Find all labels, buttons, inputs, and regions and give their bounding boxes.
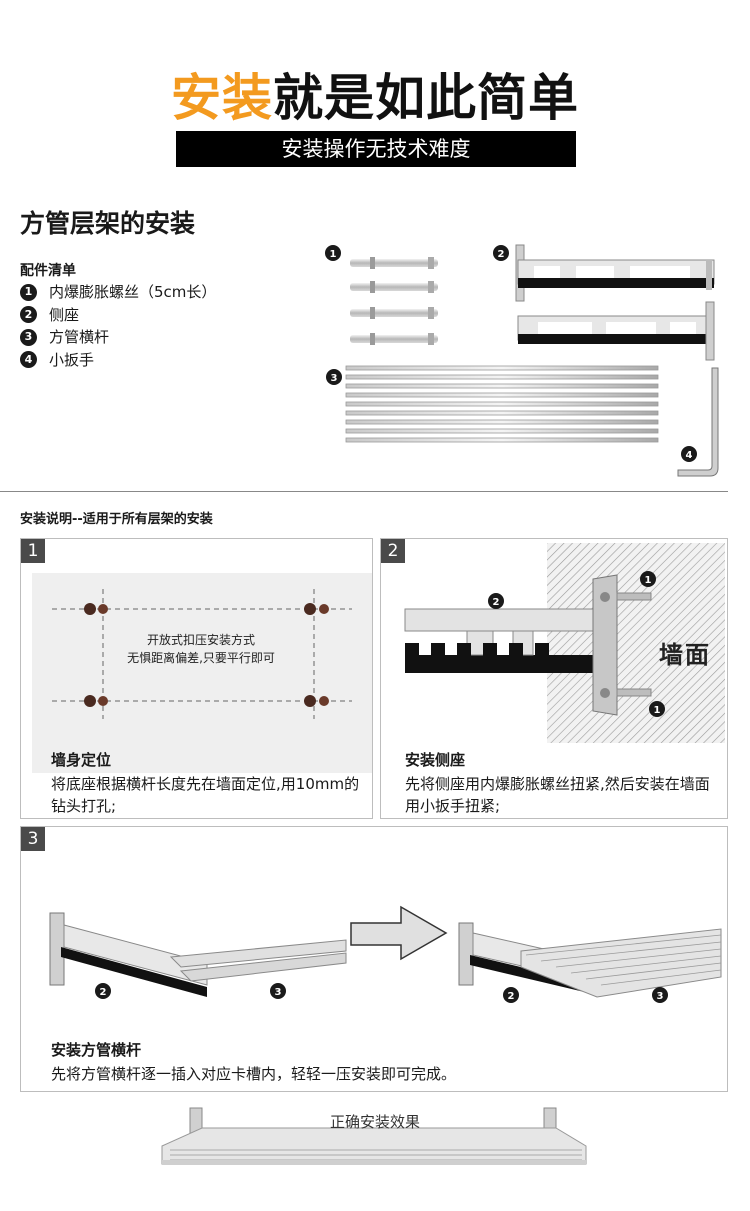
divider	[0, 491, 728, 492]
svg-text:3: 3	[331, 373, 338, 384]
svg-text:4: 4	[686, 450, 693, 461]
wall-label: 墙面	[659, 641, 711, 669]
parts-item-label: 侧座	[49, 305, 80, 324]
step-title: 安装侧座	[405, 751, 466, 769]
parts-item-label: 小扳手	[49, 350, 95, 369]
svg-text:2: 2	[493, 597, 500, 608]
instructions-heading: 安装说明--适用于所有层架的安装	[20, 512, 213, 527]
drill-position-diagram	[52, 589, 352, 719]
wall-diagram: 开放式扣压安装方式 无惧距离偏差,只要平行即可	[32, 573, 372, 773]
step-caption: 安装侧座 先将侧座用内爆膨胀螺丝扭紧,然后安装在墙面用小扳手扭紧;	[405, 749, 715, 817]
result-illustration	[161, 1107, 587, 1165]
bracket-before: 2 3	[49, 912, 347, 999]
step-text: 先将方管横杆逐一插入对应卡槽内，轻轻一压安装即可完成。	[51, 1065, 457, 1083]
svg-text:2: 2	[508, 991, 515, 1002]
number-badge-2	[493, 245, 509, 261]
number-badge: 3	[20, 328, 37, 346]
svg-text:1: 1	[654, 705, 661, 716]
note-line: 无惧距离偏差,只要平行即可	[127, 651, 275, 665]
parts-item: 1 内爆膨胀螺丝（5cm长）	[20, 281, 216, 304]
parts-illustration: 1 2 3 4	[325, 244, 719, 477]
step-text: 将底座根据横杆长度先在墙面定位,用10mm的钻头打孔;	[51, 775, 360, 815]
step-panel-1: 1 开放式扣压安装方式 无惧距离偏差,只要平行即可 墙身定位 将底座根据横杆长度…	[20, 538, 373, 819]
hero-title: 安装就是如此简单	[0, 58, 750, 130]
wrench-icon	[677, 367, 719, 477]
rod-install-diagram: 2 3 2 3	[49, 905, 722, 1003]
step-title: 墙身定位	[51, 751, 112, 769]
hero-subtitle: 安装操作无技术难度	[176, 131, 576, 167]
hero-title-highlight: 安装	[171, 69, 273, 127]
svg-text:2: 2	[100, 987, 107, 998]
step-caption: 安装方管横杆 先将方管横杆逐一插入对应卡槽内，轻轻一压安装即可完成。	[51, 1039, 701, 1085]
expansion-bolts	[350, 257, 438, 345]
number-badge-4	[681, 446, 697, 462]
step-badge: 3	[21, 827, 45, 851]
step-badge: 1	[21, 539, 45, 563]
result-label: 正确安装效果	[329, 1113, 420, 1131]
svg-text:1: 1	[330, 249, 337, 260]
number-badge-1	[640, 571, 656, 587]
step-text: 先将侧座用内爆膨胀螺丝扭紧,然后安装在墙面用小扳手扭紧;	[405, 775, 710, 815]
wall-hatch	[547, 543, 725, 743]
parts-item-label: 方管横杆	[49, 328, 110, 346]
number-badge-3	[326, 369, 342, 385]
arrow-right-icon	[350, 905, 448, 961]
svg-text:3: 3	[275, 987, 282, 998]
side-bracket	[515, 244, 715, 302]
parts-list: 1 内爆膨胀螺丝（5cm长） 2 侧座 3 方管横杆 4 小扳手	[20, 281, 216, 371]
parts-item: 2 侧座	[20, 304, 216, 327]
number-badge-1	[325, 245, 341, 261]
number-badge: 2	[20, 306, 37, 324]
step-panel-3: 3 2 3 2	[20, 826, 728, 1092]
number-badge: 4	[20, 351, 37, 369]
number-badge-3	[652, 987, 668, 1003]
svg-text:1: 1	[645, 575, 652, 586]
section-title: 方管层架的安装	[20, 209, 196, 238]
step-panel-2: 2 2 1 1 墙面 安装侧座 先将侧座用内爆膨胀螺丝扭紧,然后安装在墙面用小扳…	[380, 538, 728, 819]
number-badge: 1	[20, 283, 37, 301]
svg-text:3: 3	[657, 991, 664, 1002]
number-badge-2	[503, 987, 519, 1003]
step-caption: 墙身定位 将底座根据横杆长度先在墙面定位,用10mm的钻头打孔;	[51, 749, 361, 817]
number-badge-2	[95, 983, 111, 999]
number-badge-3	[270, 983, 286, 999]
number-badge-1	[649, 701, 665, 717]
square-tube-rods	[345, 365, 659, 443]
bracket-after: 2 3	[458, 922, 722, 1003]
svg-text:2: 2	[498, 249, 505, 260]
step-badge: 2	[381, 539, 405, 563]
diagram-note: 开放式扣压安装方式 无惧距离偏差,只要平行即可	[101, 631, 301, 667]
side-bracket	[517, 301, 715, 361]
note-line: 开放式扣压安装方式	[146, 633, 255, 647]
parts-heading: 配件清单	[20, 263, 76, 279]
bracket-mount-diagram: 2 1 1	[404, 543, 725, 743]
drill-holes	[84, 603, 329, 707]
number-badge-2	[488, 593, 504, 609]
parts-item-label: 内爆膨胀螺丝（5cm长）	[49, 283, 217, 301]
parts-item: 4 小扳手	[20, 349, 216, 372]
step-title: 安装方管横杆	[51, 1041, 142, 1059]
hero-title-rest: 就是如此简单	[273, 69, 579, 127]
parts-item: 3 方管横杆	[20, 326, 216, 349]
